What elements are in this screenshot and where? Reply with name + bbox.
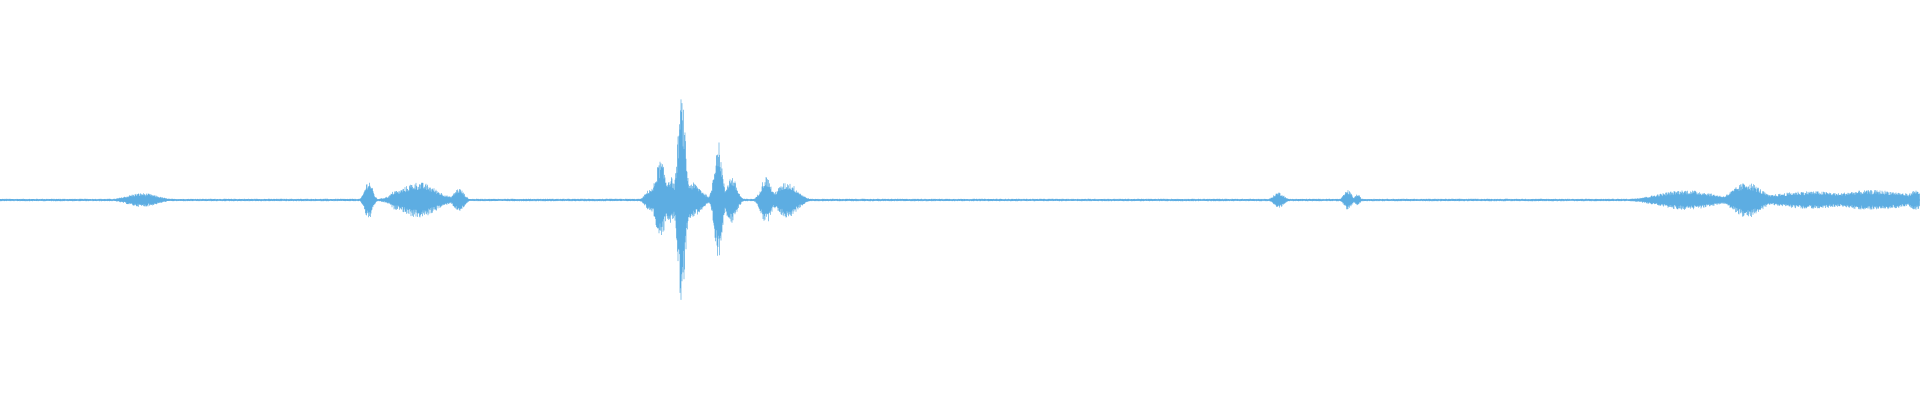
waveform-trace (0, 99, 1920, 300)
waveform-samples (0, 99, 1920, 300)
